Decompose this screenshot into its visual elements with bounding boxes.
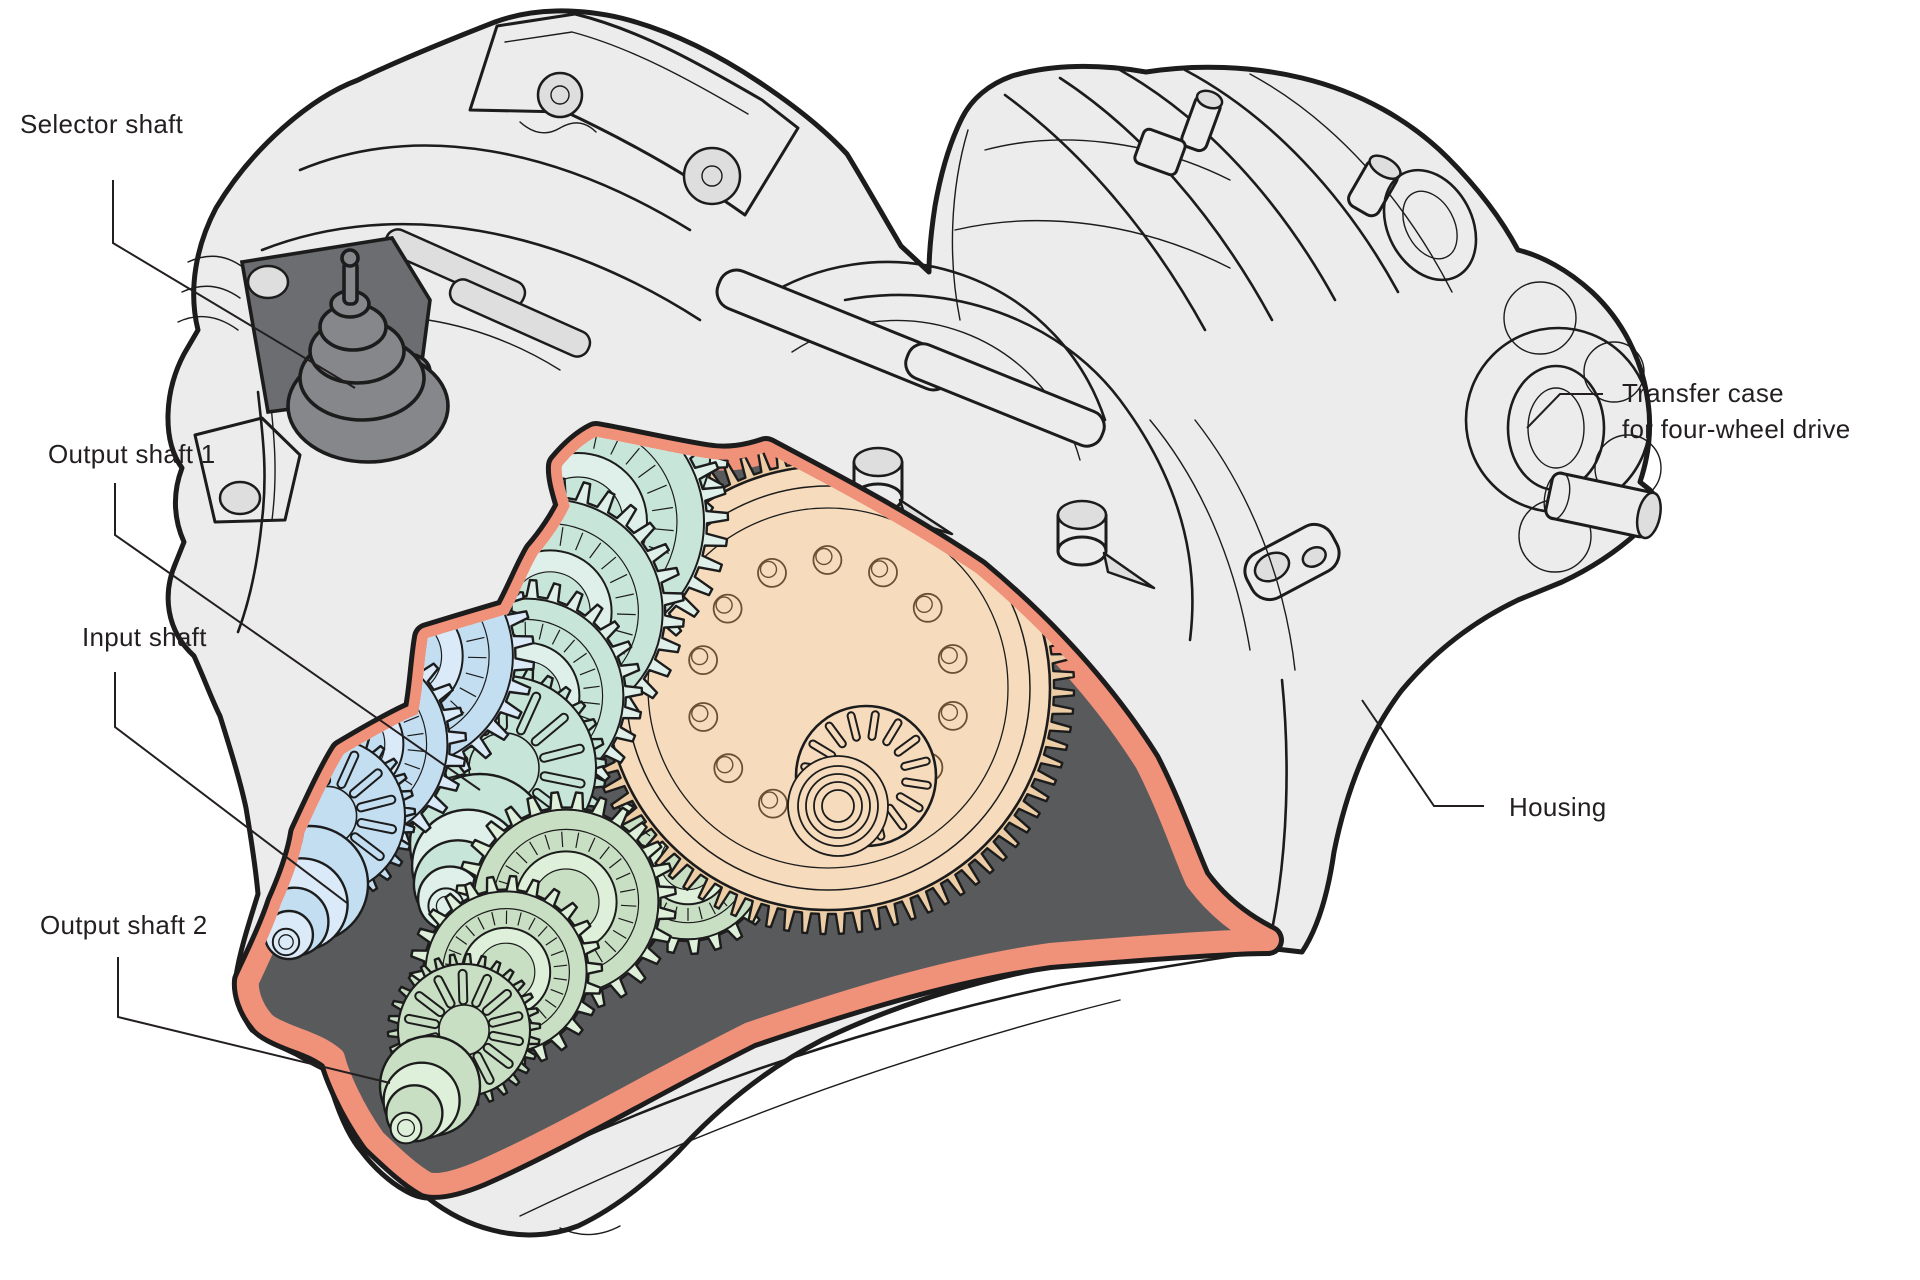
bell-lug [1056, 499, 1156, 590]
leader-output-shaft-1 [114, 483, 481, 791]
gear-cluster-output-shaft-2 [378, 791, 677, 1145]
transfer-case-body [951, 68, 1478, 332]
leader-transfer-case [1526, 393, 1603, 429]
leader-housing [1361, 699, 1484, 807]
leader-output-shaft-2 [117, 957, 391, 1084]
label-output-shaft-2: Output shaft 2 [40, 910, 208, 940]
transfer-case-flange [1464, 281, 1662, 573]
leader-input-shaft [114, 672, 348, 904]
label-output-shaft-1: Output shaft 1 [48, 439, 216, 469]
leader-lines [112, 180, 1603, 1084]
label-transfer-case-line2: for four-wheel drive [1622, 414, 1851, 444]
selector-shaft-assembly [239, 236, 450, 464]
output-shaft-stub [1543, 471, 1662, 540]
labels: Selector shaft Output shaft 1 Input shaf… [20, 109, 1851, 940]
label-input-shaft: Input shaft [82, 622, 207, 652]
label-housing: Housing [1509, 792, 1607, 822]
housing-details [177, 12, 1662, 1236]
label-transfer-case-line1: Transfer case [1622, 378, 1784, 408]
label-selector-shaft: Selector shaft [20, 109, 184, 139]
leader-selector-shaft [112, 180, 356, 389]
